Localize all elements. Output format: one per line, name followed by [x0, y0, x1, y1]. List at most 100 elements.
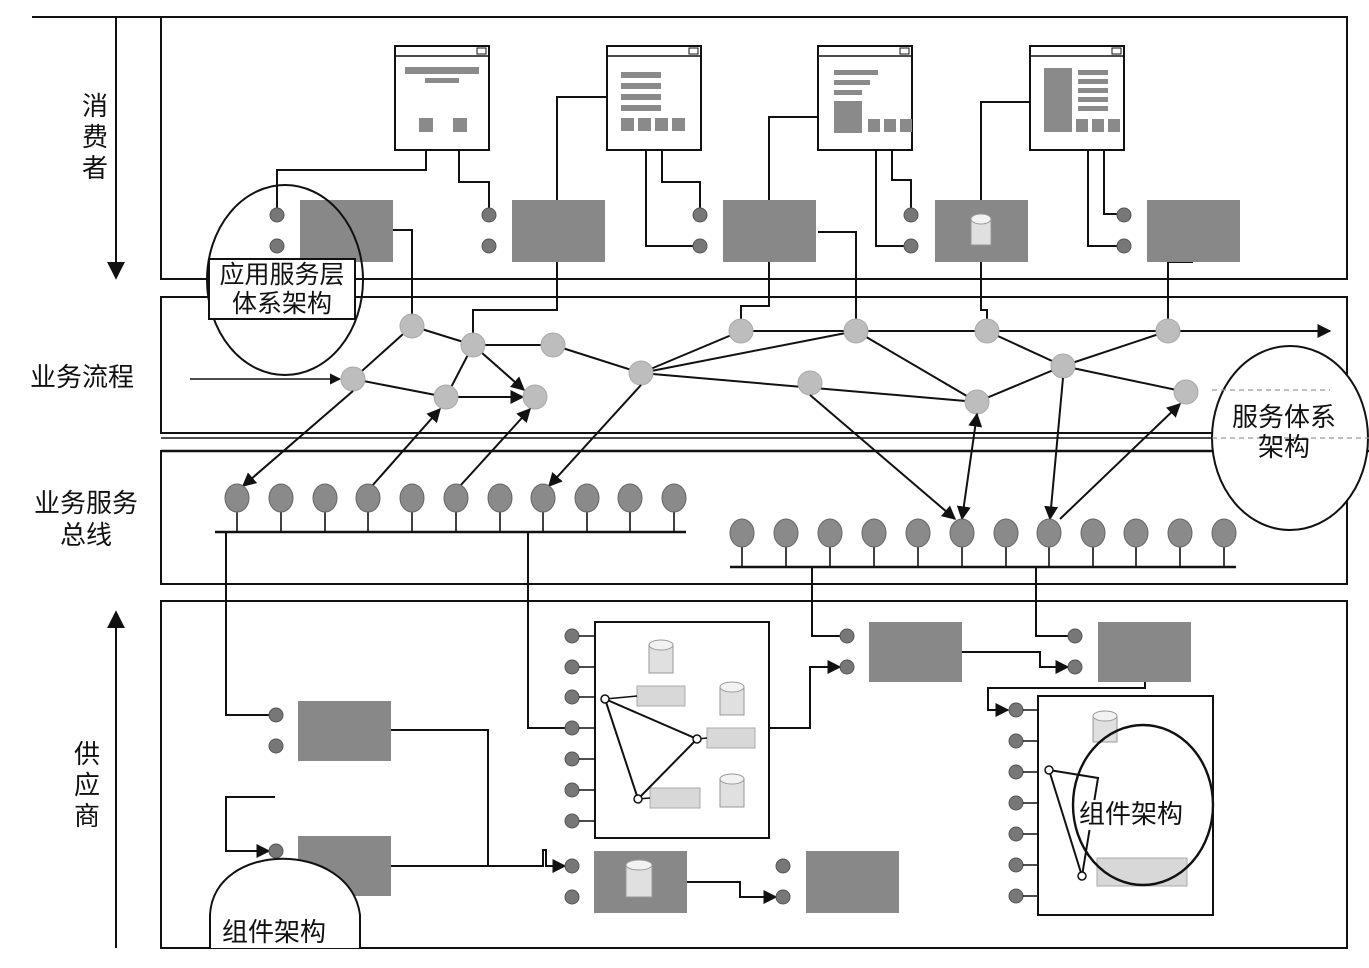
conn-w3-b	[891, 134, 912, 215]
bus-row-1-node-3	[355, 483, 381, 513]
bus-row-1-node-4	[399, 483, 425, 513]
conn-bus-to-box3	[811, 567, 846, 637]
bus-row-1-node-5	[443, 483, 469, 513]
process-link-11	[855, 330, 978, 403]
conn-w1-b	[458, 135, 490, 215]
bus-row-1-node-7	[530, 483, 556, 513]
ui-window-close-icon-1	[476, 47, 487, 55]
process-link-6	[640, 330, 742, 374]
component-2-port-3	[1008, 795, 1024, 811]
process-link-0	[352, 325, 413, 380]
bus-row-2-node-11	[1211, 518, 1237, 548]
provider-box-1	[298, 701, 391, 761]
bus-row-2-node-10	[1167, 518, 1193, 548]
component-internals	[564, 621, 1214, 916]
process-network	[241, 313, 1332, 521]
conn-box3-side	[818, 231, 857, 331]
process-node-n	[1155, 318, 1181, 344]
provider-port-3a	[839, 628, 855, 644]
ui-window-close-icon-2	[688, 47, 699, 55]
ui-window-close-icon-4	[1111, 47, 1122, 55]
ui-window-line-4-0	[1078, 70, 1108, 75]
conn-bus-to-box4	[1035, 567, 1074, 637]
component-callout-ellipse	[1071, 723, 1215, 887]
component-2-vertex-1	[1077, 871, 1087, 881]
ui-window-image-4	[1044, 68, 1072, 132]
component-2-port-6	[1008, 888, 1024, 904]
component-2-vertex-0	[1044, 765, 1054, 775]
conn-w3-up	[768, 116, 818, 230]
process-link-1	[352, 378, 447, 398]
bus-row-2-node-0	[729, 518, 755, 548]
component-1-db-a-top	[648, 639, 674, 651]
bus-row-1-node-8	[574, 483, 600, 513]
conn-w2-b	[661, 134, 701, 215]
ui-window-btn-2-0	[621, 118, 634, 131]
ui-window-line-4-3	[1078, 97, 1108, 102]
conn-box2-down	[472, 262, 558, 345]
process-node-i	[797, 370, 823, 396]
service-box-1	[300, 200, 393, 262]
provider-port-1b	[268, 738, 284, 754]
bus-row-2-node-8	[1080, 518, 1106, 548]
service-port-4b	[903, 238, 919, 254]
provider-port-1a	[268, 707, 284, 723]
component-2-port-0	[1008, 702, 1024, 718]
provider-port-5b	[564, 889, 580, 905]
component-1-db-b	[719, 681, 745, 716]
bus-arrow-4	[548, 384, 642, 488]
provider-port-3b	[839, 659, 855, 675]
process-link-15	[976, 365, 1064, 403]
bus-row-2-node-3	[861, 518, 887, 548]
process-node-j	[843, 318, 869, 344]
component-1-block-c	[649, 787, 701, 809]
ui-window-btn-4-2	[1108, 119, 1120, 132]
component-2-db-top	[1092, 710, 1118, 722]
ui-window-line-3-0	[834, 70, 878, 75]
component-callout-label-right: 组件架构	[1079, 800, 1184, 830]
provider-port-6b	[775, 889, 791, 905]
component-1-link-a	[604, 695, 638, 700]
bus-row-1-node-6	[487, 483, 513, 513]
bus-row-2-node-2	[817, 518, 843, 548]
conn-w2-up	[556, 96, 607, 230]
process-link-7	[640, 330, 857, 374]
process-layer-label: 业务流程	[30, 363, 135, 393]
app-layer-callout-ellipse	[206, 184, 364, 376]
ui-window-line-3-1	[834, 80, 870, 85]
component-1-block-a	[636, 685, 686, 707]
component-1-db-c-body	[719, 778, 745, 808]
component-1-db-c-top	[719, 773, 745, 785]
bus-row-2-node-5	[949, 518, 975, 548]
bus-arrow-3	[459, 407, 531, 487]
process-node-c	[460, 332, 486, 358]
service-boxes	[268, 200, 1240, 913]
conn-comp1-to-box3	[769, 660, 842, 729]
service-port-4a	[903, 207, 919, 223]
service-port-2b	[481, 238, 497, 254]
provider-port-4a	[1067, 628, 1083, 644]
component-1-vertex-0	[600, 694, 610, 704]
bus-row-2-node-1	[773, 518, 799, 548]
conn-to-box5	[488, 849, 567, 873]
ui-windows	[394, 45, 1125, 151]
consumer-layer-label: 消费者	[81, 92, 108, 184]
ui-window-btn-2-3	[672, 118, 685, 131]
conn-w4-up	[980, 101, 1030, 230]
ui-window-line-2-0	[621, 72, 661, 78]
service-port-3a	[692, 207, 708, 223]
service-port-1a	[269, 207, 285, 223]
consumer-layer-frame	[160, 16, 1348, 280]
conn-prov-c	[225, 796, 275, 858]
bus-row-1-node-9	[617, 483, 643, 513]
ui-window-btn-3-0	[868, 119, 880, 132]
bus-arrow-1	[241, 390, 354, 487]
bus-layer-frame	[160, 450, 1348, 585]
process-link-14	[1062, 365, 1187, 393]
process-link-12	[986, 330, 1064, 367]
provider-box-3	[869, 622, 962, 682]
service-box-4-db-icon-top	[970, 213, 992, 225]
service-box-5	[1147, 200, 1240, 262]
bus-row-2-node-7	[1036, 518, 1062, 548]
bus-row-1-node-0	[224, 483, 250, 513]
